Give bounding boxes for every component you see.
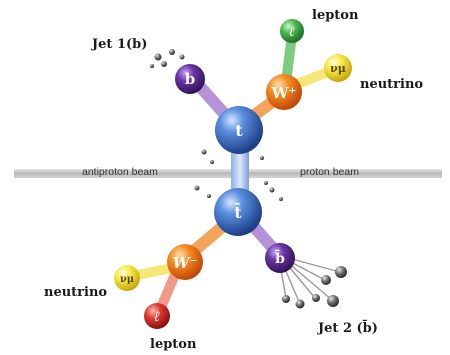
jet1-label: Jet 1(b): [91, 37, 147, 52]
lepton-top: ℓ: [280, 19, 304, 43]
neutrino-top: νμ: [324, 54, 352, 82]
w-minus-symbol: W⁻: [173, 254, 198, 272]
anti-b-quark: b̄: [265, 243, 295, 273]
neutrino-top-symbol: νμ: [330, 62, 346, 75]
w-minus-boson: W⁻: [167, 244, 203, 280]
jet1-spray: [150, 49, 185, 68]
lepton-top-symbol: ℓ: [289, 24, 295, 40]
top-quark-symbol: t: [235, 121, 243, 140]
bond-wminus-lepton: [155, 267, 181, 315]
collision-debris: [194, 149, 283, 201]
jet2-label: Jet 2 (b̄): [317, 319, 378, 336]
b-quark-symbol: b: [185, 70, 196, 88]
beam-line: [14, 169, 442, 178]
lepton-bottom-symbol: ℓ: [154, 309, 160, 325]
w-plus-boson: W⁺: [266, 74, 302, 110]
top-quark: t: [215, 106, 263, 154]
antitop-quark: t̄: [214, 188, 262, 236]
neutrino-bottom-label: neutrino: [44, 285, 107, 300]
w-plus-symbol: W⁺: [271, 84, 297, 102]
neutrino-bottom-symbol: νμ: [120, 274, 134, 285]
lepton-bottom: ℓ: [144, 303, 170, 329]
lepton-bottom-label: lepton: [150, 337, 197, 352]
lepton-top-label: lepton: [312, 8, 359, 23]
antitop-quark-symbol: t̄: [234, 202, 242, 222]
anti-b-quark-symbol: b̄: [275, 248, 285, 267]
neutrino-top-label: neutrino: [360, 77, 423, 92]
proton-beam-label: proton beam: [300, 166, 359, 178]
b-quark: b: [175, 64, 205, 94]
bond-t-tbar: [231, 140, 249, 200]
antiproton-beam-label: antiproton beam: [82, 166, 158, 178]
neutrino-bottom: νμ: [114, 265, 140, 291]
